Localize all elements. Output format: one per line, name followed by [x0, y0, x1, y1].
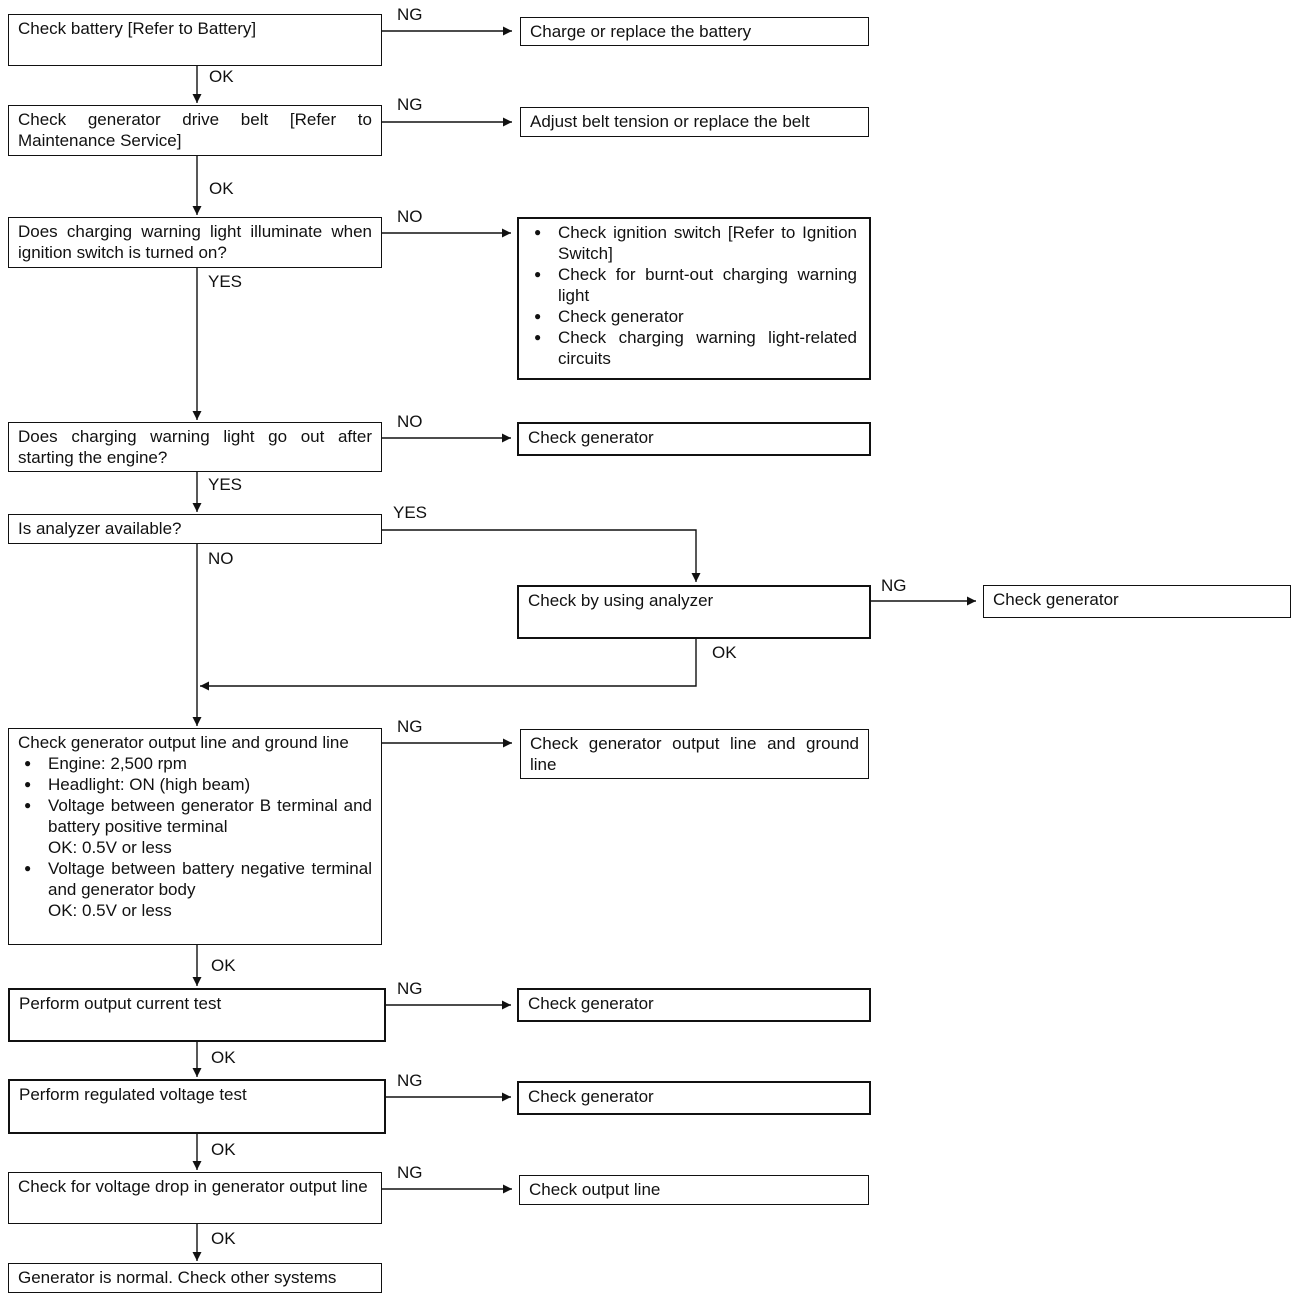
bullet-check-generator: Check generator	[528, 306, 857, 327]
step-check-output-ground-line-title: Check generator output line and ground l…	[18, 733, 349, 752]
result-ignition-checks: Check ignition switch [Refer to Ignition…	[517, 217, 871, 380]
result-check-generator-2: Check generator	[983, 585, 1291, 618]
label-ok: OK	[211, 1140, 236, 1159]
arrow-s5-s5b	[381, 529, 701, 582]
label-ng: NG	[397, 1071, 423, 1090]
step-voltage-drop-output-line: Check for voltage drop in generator outp…	[8, 1172, 382, 1224]
bullet-voltage-negative-terminal: Voltage between battery negative termina…	[18, 858, 372, 900]
label-ok: OK	[209, 67, 234, 86]
result-check-output-line: Check output line	[519, 1175, 869, 1205]
bullet-check-ignition-switch: Check ignition switch [Refer to Ignition…	[528, 222, 857, 264]
result-charge-replace-battery: Charge or replace the battery	[520, 17, 869, 46]
result-check-output-ground-line: Check generator output line and ground l…	[520, 729, 869, 779]
step-check-output-ground-line: Check generator output line and ground l…	[8, 728, 382, 945]
bullet-engine-rpm: Engine: 2,500 rpm	[18, 753, 372, 774]
bullet-check-burnt-out-light: Check for burnt-out charging warning lig…	[528, 264, 857, 306]
bullet-voltage-b-terminal: Voltage between generator B terminal and…	[18, 795, 372, 837]
label-ok: OK	[211, 1048, 236, 1067]
step-generator-normal: Generator is normal. Check other systems	[8, 1263, 382, 1293]
bullet-check-light-circuits: Check charging warning light-related cir…	[528, 327, 857, 369]
result-adjust-replace-belt: Adjust belt tension or replace the belt	[520, 107, 869, 137]
step-output-current-test: Perform output current test	[8, 988, 386, 1042]
step-regulated-voltage-test: Perform regulated voltage test	[8, 1079, 386, 1134]
step-warning-light-go-out: Does charging warning light go out after…	[8, 422, 382, 472]
label-ng: NG	[397, 979, 423, 998]
step-check-battery: Check battery [Refer to Battery]	[8, 14, 382, 66]
label-ok: OK	[211, 1229, 236, 1248]
result-check-generator-4: Check generator	[517, 1081, 871, 1115]
arrow-s5b-return	[200, 639, 697, 691]
label-ok: OK	[712, 643, 737, 662]
label-no: NO	[397, 207, 423, 226]
step-check-using-analyzer: Check by using analyzer	[517, 585, 871, 639]
result-check-generator-3: Check generator	[517, 988, 871, 1022]
label-no: NO	[397, 412, 423, 431]
result-check-generator-1: Check generator	[517, 422, 871, 456]
step-analyzer-available: Is analyzer available?	[8, 514, 382, 544]
label-yes: YES	[393, 503, 428, 522]
label-ng: NG	[881, 576, 907, 595]
step-warning-light-illuminate: Does charging warning light illuminate w…	[8, 217, 382, 268]
label-yes: YES	[208, 272, 243, 291]
label-no: NO	[208, 549, 234, 568]
label-ng: NG	[397, 1163, 423, 1182]
label-ng: NG	[397, 5, 423, 24]
label-ng: NG	[397, 95, 423, 114]
label-ng: NG	[397, 717, 423, 736]
bullet-headlight: Headlight: ON (high beam)	[18, 774, 372, 795]
label-ok: OK	[211, 956, 236, 975]
step-check-drive-belt: Check generator drive belt [Refer to Mai…	[8, 105, 382, 156]
label-ok: OK	[209, 179, 234, 198]
label-yes: YES	[208, 475, 243, 494]
bullet-voltage-negative-terminal-ok: OK: 0.5V or less	[48, 901, 172, 920]
bullet-voltage-b-terminal-ok: OK: 0.5V or less	[48, 838, 172, 857]
